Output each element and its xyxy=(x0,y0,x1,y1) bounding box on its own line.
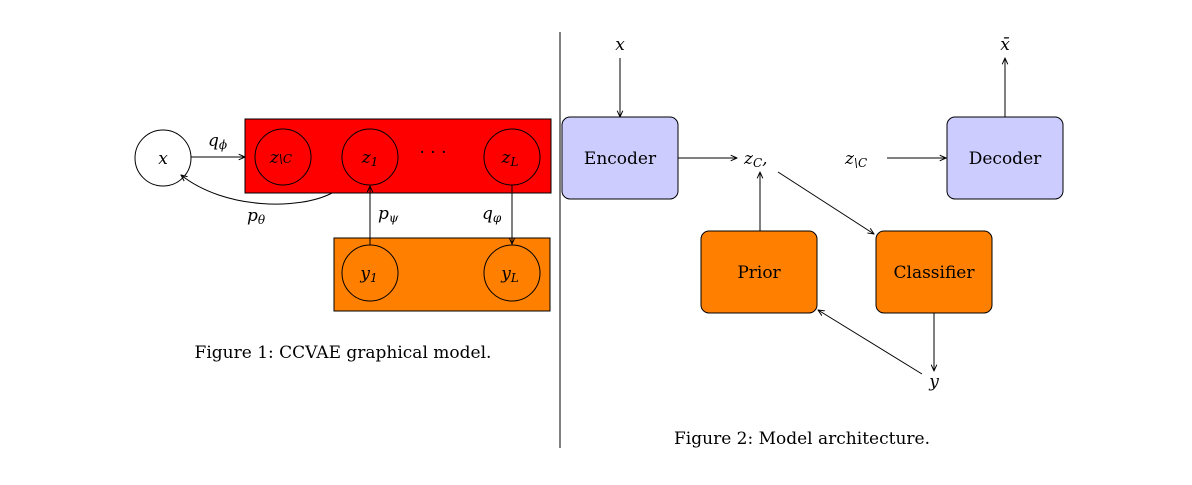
edge-p-psi-label: pψ xyxy=(378,204,399,225)
classifier-label: Classifier xyxy=(894,263,976,283)
decoder-label: Decoder xyxy=(969,149,1042,169)
node-z-not-c-label: z\C xyxy=(269,148,292,168)
node-y1-label: y1 xyxy=(359,264,377,285)
edge-q-phi-label: qϕ xyxy=(208,131,227,152)
node-z-not-c xyxy=(254,128,312,186)
input-x-label: x xyxy=(615,35,625,55)
figure-2-architecture: x Encoder zC, z\C Decoder x̄ Prior Class… xyxy=(561,35,1064,449)
edge-y-to-prior xyxy=(818,310,923,375)
zc-label: zC, xyxy=(743,149,768,170)
y-label: y xyxy=(928,372,939,392)
figure-1-caption: Figure 1: CCVAE graphical model. xyxy=(195,343,492,363)
node-x xyxy=(134,129,192,187)
node-yL-label: yL xyxy=(500,264,519,285)
figure-1-graphical-model: x z\C z1 · · · zL y1 yL qϕ pθ pψ qφ Figu… xyxy=(134,118,552,363)
figure-2-caption: Figure 2: Model architecture. xyxy=(674,429,930,449)
output-xbar-label: x̄ xyxy=(1000,35,1010,55)
edge-p-theta xyxy=(181,175,333,205)
latent-ellipsis: · · · xyxy=(419,143,446,163)
edge-zc-to-classifier xyxy=(777,171,874,234)
node-z1-label: z1 xyxy=(361,148,379,169)
node-x-label: x xyxy=(158,149,168,169)
z-not-c-label: z\C xyxy=(844,149,867,170)
prior-block xyxy=(700,230,818,314)
encoder-label: Encoder xyxy=(584,149,657,169)
edge-p-theta-label: pθ xyxy=(247,206,266,227)
node-zL-label: zL xyxy=(501,148,519,169)
node-z1 xyxy=(341,128,399,186)
edge-q-varphi-label: qφ xyxy=(482,204,502,225)
label-group-box xyxy=(333,237,551,312)
node-yL xyxy=(483,244,541,302)
prior-label: Prior xyxy=(737,263,781,283)
